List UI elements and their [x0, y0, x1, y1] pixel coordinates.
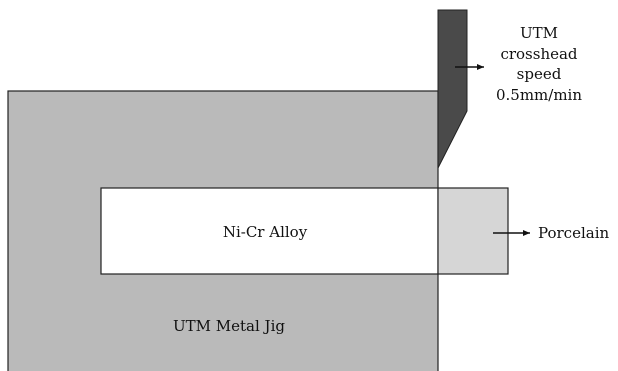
utm-crosshead-label-line1: UTM — [520, 24, 558, 42]
utm-crosshead-blade — [437, 9, 468, 169]
utm-crosshead-label-line2: crosshead — [500, 45, 577, 63]
porcelain-label: Porcelain — [538, 224, 610, 242]
porcelain-layer — [437, 187, 509, 275]
utm-crosshead-label-line3: speed — [517, 65, 562, 83]
ni-cr-alloy-specimen — [100, 187, 439, 275]
jig-label: UTM Metal Jig — [173, 317, 285, 335]
utm-crosshead-speed-value: 0.5mm/min — [496, 86, 582, 104]
alloy-label: Ni-Cr Alloy — [223, 223, 308, 241]
